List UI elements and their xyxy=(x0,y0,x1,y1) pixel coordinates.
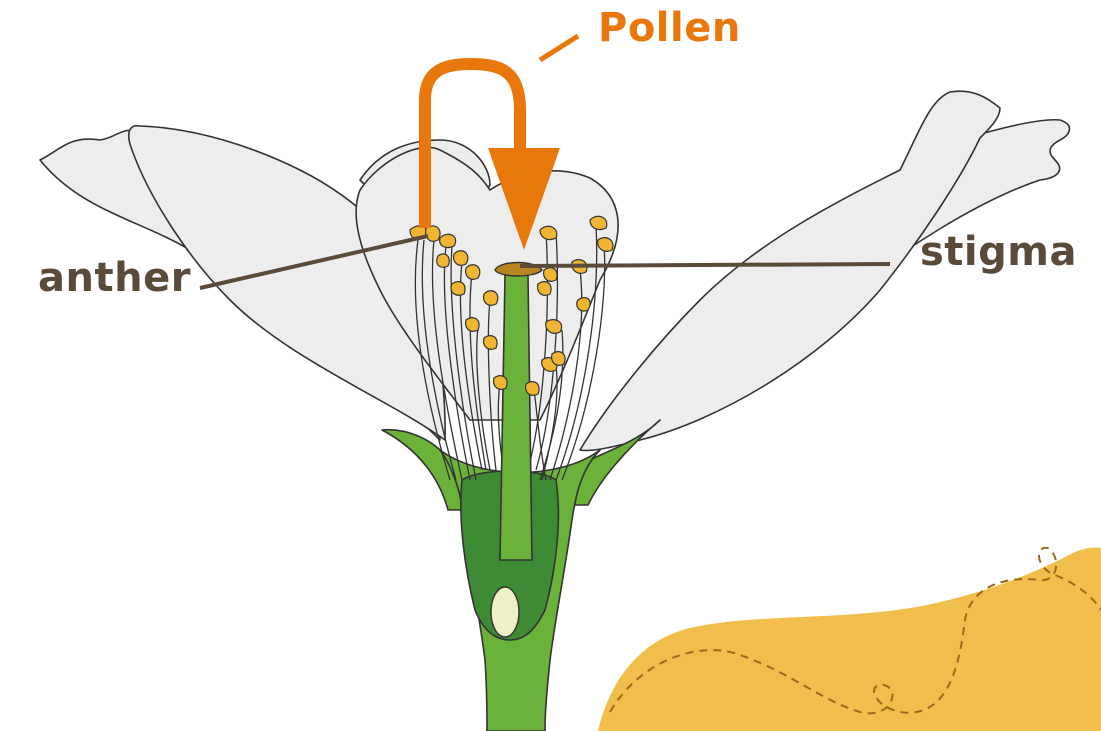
anther xyxy=(538,282,551,296)
anther xyxy=(544,268,557,282)
anther xyxy=(494,376,507,390)
anther xyxy=(466,265,480,280)
stigma-label: stigma xyxy=(920,232,1077,272)
anther xyxy=(437,254,450,267)
anther xyxy=(552,352,565,366)
anther-label: anther xyxy=(38,258,191,298)
stigma-leader-line xyxy=(520,264,890,266)
sepal-left xyxy=(382,430,462,510)
anther xyxy=(426,226,440,241)
pistil-style xyxy=(500,275,532,560)
anther xyxy=(451,282,465,296)
anther xyxy=(546,320,562,334)
anther xyxy=(440,234,456,247)
anther xyxy=(466,318,479,332)
anther xyxy=(484,336,497,350)
anther xyxy=(540,226,557,239)
anther xyxy=(484,291,498,306)
anther xyxy=(590,216,607,229)
decorative-blob xyxy=(598,548,1101,731)
pollen-label: Pollen xyxy=(598,8,741,48)
pollen-label-tick xyxy=(540,36,578,60)
anther xyxy=(454,251,468,266)
anther xyxy=(526,382,539,396)
ovule xyxy=(491,587,519,637)
anther xyxy=(598,238,613,252)
anther xyxy=(577,298,590,311)
